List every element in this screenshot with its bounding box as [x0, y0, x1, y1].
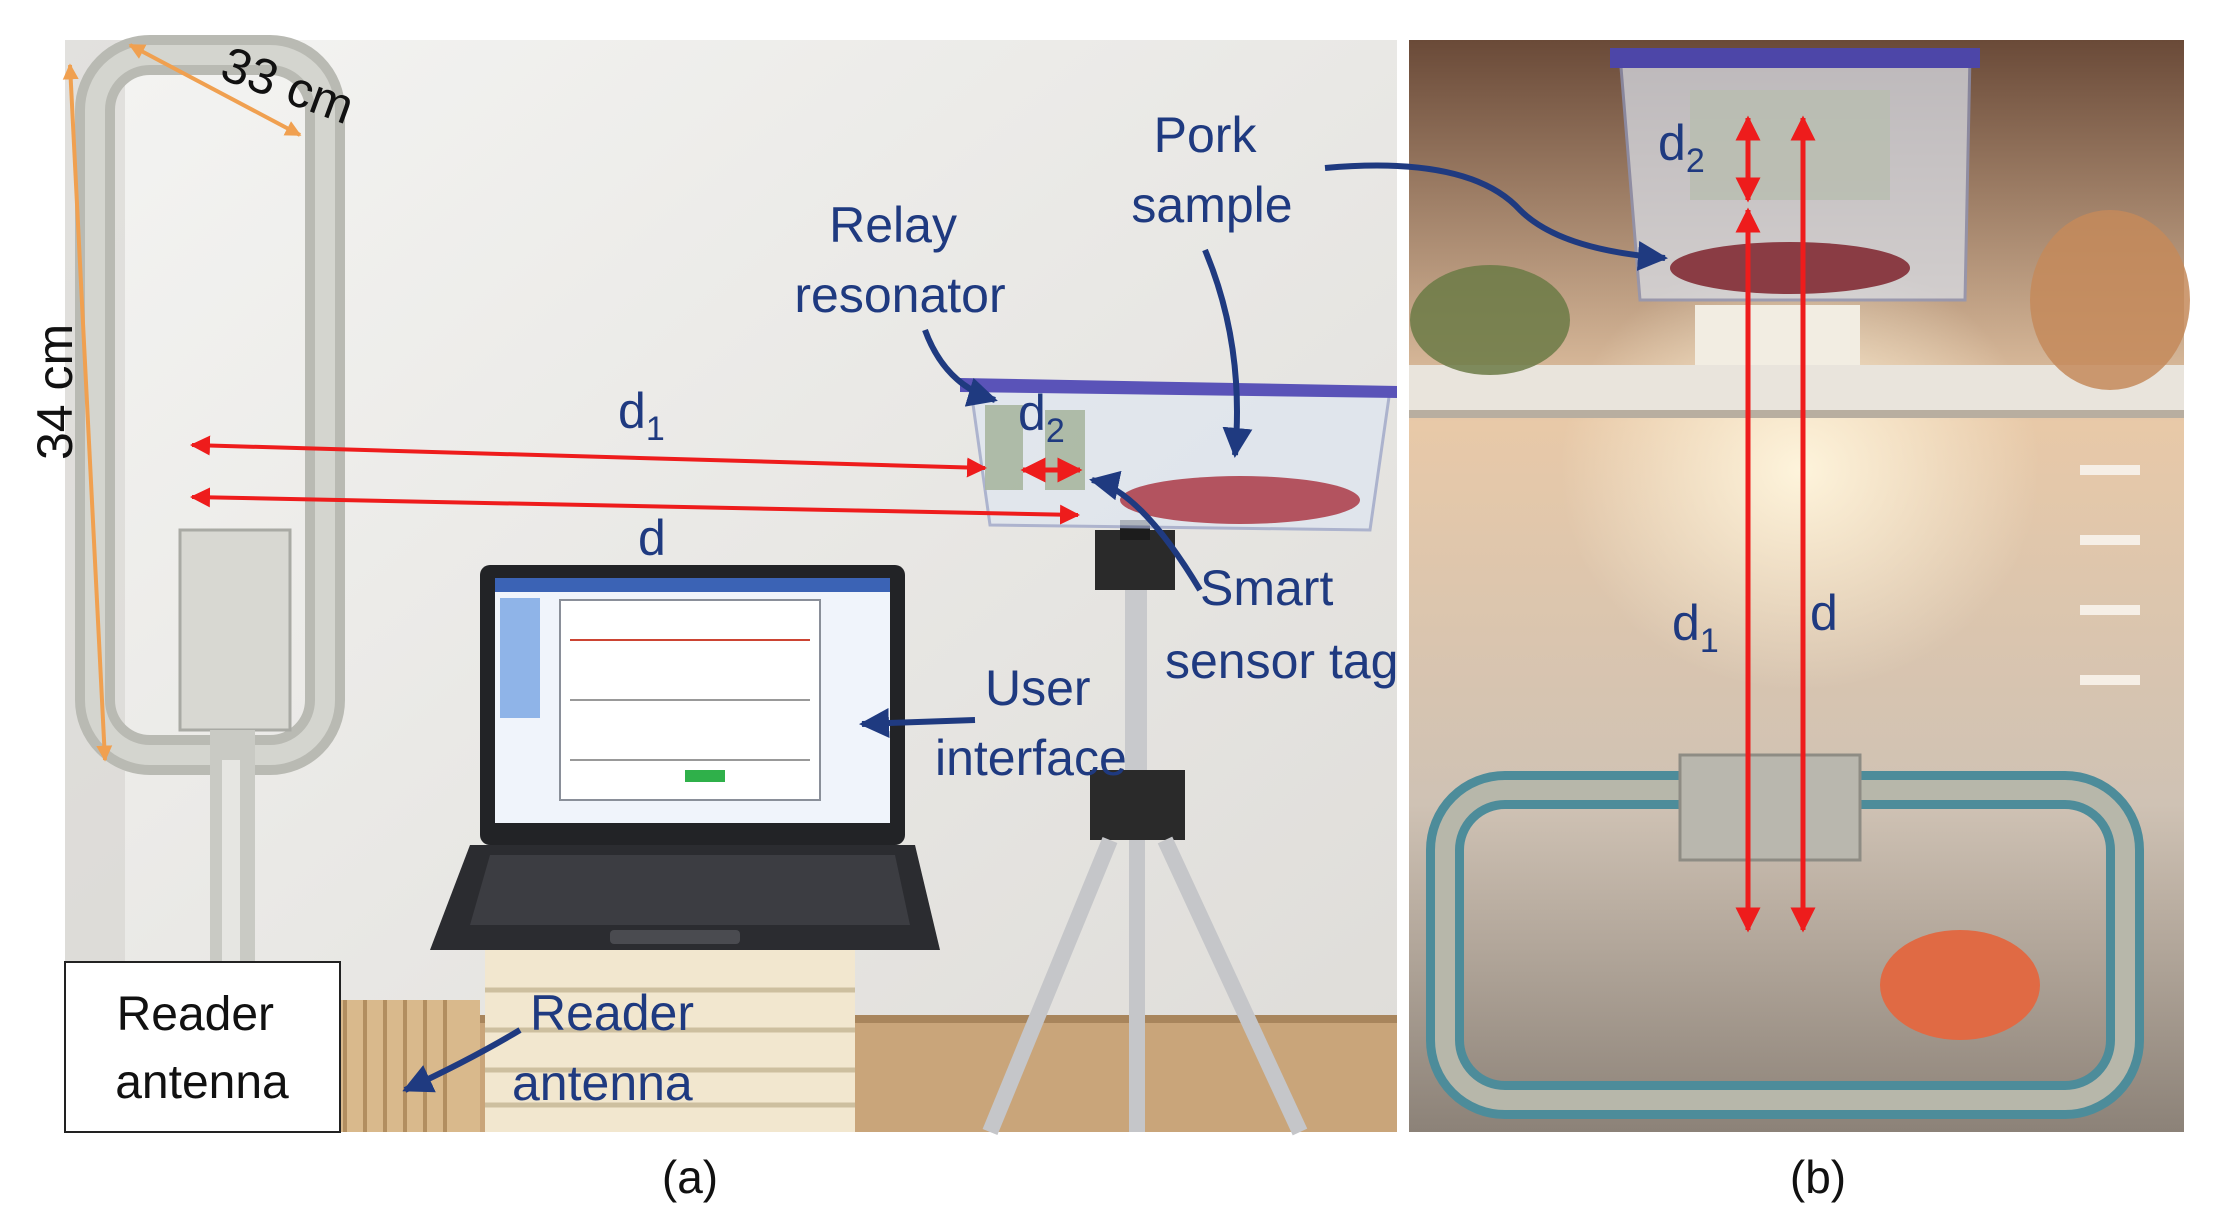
d2-label-b-sub: 2: [1686, 142, 1705, 180]
book-stack: [485, 950, 855, 1132]
ui-callout-arrow: [859, 708, 976, 739]
panel-a-photo: [64, 35, 1400, 1136]
pork-sample-b: [1670, 242, 1910, 294]
relay-resonator-label: Relay resonator: [794, 197, 1005, 323]
d-arrow-a: [190, 487, 1080, 525]
width-dimension-line: [128, 43, 302, 137]
sensor-boards-b: [1690, 90, 1890, 200]
d1-label-b-sub: 1: [1700, 622, 1719, 660]
orange-object: [1880, 930, 2040, 1040]
reader-antenna-label: Reader antenna: [512, 985, 708, 1111]
food-bag-left: [1410, 265, 1570, 375]
panel-b-annotations: d2 d1 d: [1324, 115, 1838, 933]
fridge-rails: [2080, 465, 2140, 685]
d-label-a: d: [638, 510, 666, 566]
user-interface-label: User interface: [935, 660, 1127, 786]
reader-callout-arrow: [402, 1027, 522, 1093]
d2-label-a-sub: 2: [1046, 412, 1065, 450]
panel-divider: [1397, 40, 1409, 1132]
relay-callout-arrow: [922, 328, 998, 407]
plastic-container-b: [1610, 48, 1980, 302]
d1-label-a: d1: [618, 383, 665, 448]
pork-sample-a: [1120, 476, 1360, 524]
d1-arrow-a: [190, 435, 987, 478]
fridge-grill: [1695, 305, 1860, 365]
pork-callout-arrow: [1202, 248, 1253, 458]
d1-label-b: d1: [1672, 595, 1719, 660]
pork-sample-label: Pork sample: [1131, 107, 1292, 233]
d2-label-b: d2: [1658, 115, 1705, 180]
d-label-b: d: [1810, 585, 1838, 641]
caption-a: (a): [662, 1151, 718, 1203]
reader-antenna-b: [1426, 753, 2144, 1119]
laptop: [430, 565, 940, 950]
food-bag-right: [2030, 210, 2190, 390]
caption-b: (b): [1790, 1151, 1846, 1203]
smart-sensor-tag-label: Smart sensor tag: [1165, 560, 1398, 689]
relay-resonator-board: [985, 405, 1023, 490]
d1-label-a-sub: 1: [646, 410, 665, 448]
panel-a-annotations: 33 cm 34 cm d1 d d2 Relay resonator Pork…: [27, 36, 1398, 1111]
panel-b-photo: [1409, 40, 2190, 1132]
height-dimension-line: [62, 63, 113, 762]
reader-antenna-box: [64, 961, 341, 1133]
tripod: [982, 520, 1308, 1136]
sensor-callout-arrow: [1089, 470, 1203, 592]
reader-antenna-inset-label: Reader antenna: [115, 988, 289, 1109]
height-dimension-label: 34 cm: [27, 324, 83, 460]
d2-label-a: d2: [1018, 385, 1065, 450]
pork-callout-arrow-b: [1324, 162, 1668, 271]
